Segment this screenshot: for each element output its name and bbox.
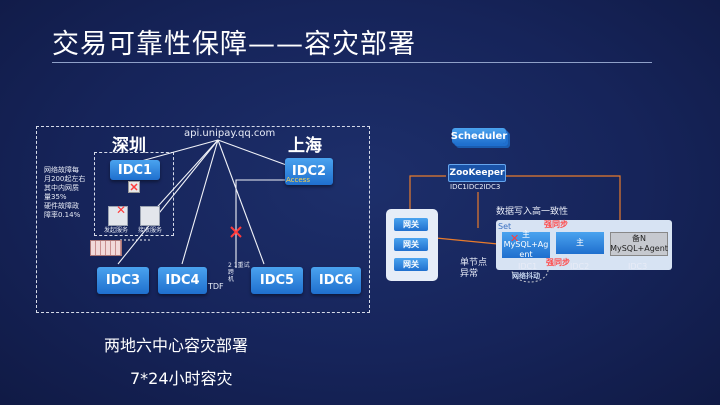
- idc2-node: IDC2: [285, 158, 333, 185]
- access-label: Access: [286, 176, 310, 184]
- title-underline: [52, 62, 652, 63]
- failure-x-icon: ✕: [510, 232, 520, 245]
- shenzhen-idc1-zone: [94, 152, 174, 236]
- city-shenzhen: 深圳: [112, 136, 146, 156]
- retry-label: 2 1重试 跨 机: [228, 262, 250, 283]
- failure-stats-note: 网络故障每 月200起左右 其中内网质 量35% 硬件故障政 障率0.14%: [44, 166, 86, 219]
- set-idc1-label: IDC1: [518, 262, 538, 271]
- strong-sync-bottom: 强同步: [546, 258, 570, 267]
- tdf-label: TDF: [208, 282, 224, 291]
- caption-24x7: 7*24小时容灾: [130, 369, 233, 388]
- api-endpoint: api.unipay.qq.com: [184, 128, 276, 139]
- deployment-frame: [36, 126, 370, 313]
- idc4-node: IDC4: [158, 267, 207, 294]
- idc5-node: IDC5: [251, 267, 303, 294]
- gateway-node: 网关: [394, 258, 428, 271]
- rack-icon: [90, 240, 122, 256]
- server-icon: [108, 206, 128, 226]
- scheduler-box: Scheduler: [451, 128, 507, 144]
- switch-icon: [128, 181, 140, 193]
- master-node-idc2: 主: [556, 232, 604, 254]
- network-jitter-label: 网络抖动: [512, 272, 540, 280]
- slide-title: 交易可靠性保障——容灾部署: [52, 29, 416, 60]
- single-node-label: 单节点 异常: [460, 258, 488, 279]
- strong-sync-top: 强同步: [544, 220, 568, 229]
- zookeeper-box: ZooKeeper: [448, 164, 506, 182]
- set-idc2-label: IDC2: [570, 262, 590, 271]
- idc3-node: IDC3: [97, 267, 149, 294]
- server-label-recv: 接收服务: [138, 227, 163, 234]
- server-label-send: 发起服务: [104, 227, 129, 234]
- city-shanghai: 上海: [288, 136, 322, 156]
- caption-two-region: 两地六中心容灾部署: [104, 336, 249, 355]
- failure-x-icon: ✕: [116, 203, 127, 217]
- idc6-node: IDC6: [311, 267, 361, 294]
- idc1-node: IDC1: [110, 160, 160, 180]
- gateway-node: 网关: [394, 218, 428, 231]
- gateway-node: 网关: [394, 238, 428, 251]
- consistency-label: 数据写入高一致性: [496, 207, 569, 217]
- zookeeper-idcs: IDC1IDC2IDC3: [450, 183, 501, 191]
- set-label: Set: [498, 222, 512, 231]
- set-idc3-label: IDC3: [628, 262, 648, 271]
- server-icon: [140, 206, 160, 226]
